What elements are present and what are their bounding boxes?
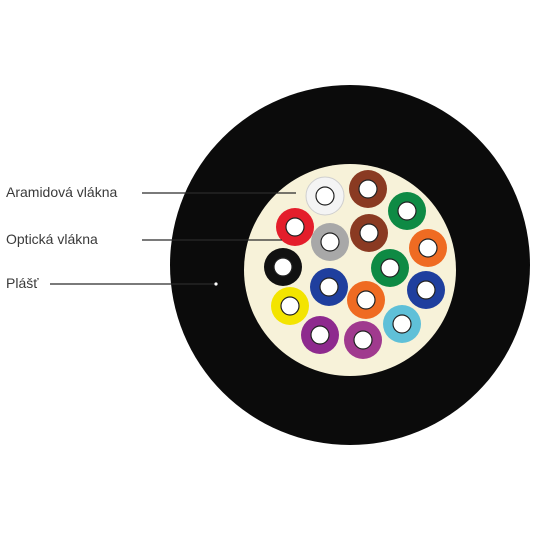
fiber-core (392, 314, 412, 334)
fiber-black (264, 248, 302, 286)
fiber-brown (350, 214, 388, 252)
fiber-core (380, 258, 400, 278)
fiber-core (359, 223, 379, 243)
fiber-gray (311, 223, 349, 261)
fiber-core (273, 257, 293, 277)
fiber-core (358, 179, 378, 199)
label-optical-fibers: Optická vlákna (6, 231, 98, 247)
label-jacket: Plášť (6, 275, 39, 291)
fiber-bundle (264, 170, 447, 359)
fiber-core (356, 290, 376, 310)
fiber-green (388, 192, 426, 230)
fiber-orange (347, 281, 385, 319)
fiber-core (418, 238, 438, 258)
fiber-core (285, 217, 305, 237)
fiber-brown (349, 170, 387, 208)
leader-lines (50, 192, 296, 286)
fiber-core (319, 277, 339, 297)
fiber-red (276, 208, 314, 246)
label-aramid-fibers: Aramidová vlákna (6, 184, 118, 200)
fiber-aqua (383, 305, 421, 343)
fiber-core (315, 186, 335, 206)
leader-dot-jacket (214, 282, 218, 286)
fiber-core (353, 330, 373, 350)
fiber-pink (344, 321, 382, 359)
fiber-core (320, 232, 340, 252)
fiber-core (416, 280, 436, 300)
fiber-core (310, 325, 330, 345)
fiber-blue (310, 268, 348, 306)
fiber-blue (407, 271, 445, 309)
fiber-violet (301, 316, 339, 354)
fiber-yellow (271, 287, 309, 325)
fiber-core (397, 201, 417, 221)
fiber-core (280, 296, 300, 316)
fiber-white (305, 176, 345, 216)
fiber-orange (409, 229, 447, 267)
fiber-green (371, 249, 409, 287)
